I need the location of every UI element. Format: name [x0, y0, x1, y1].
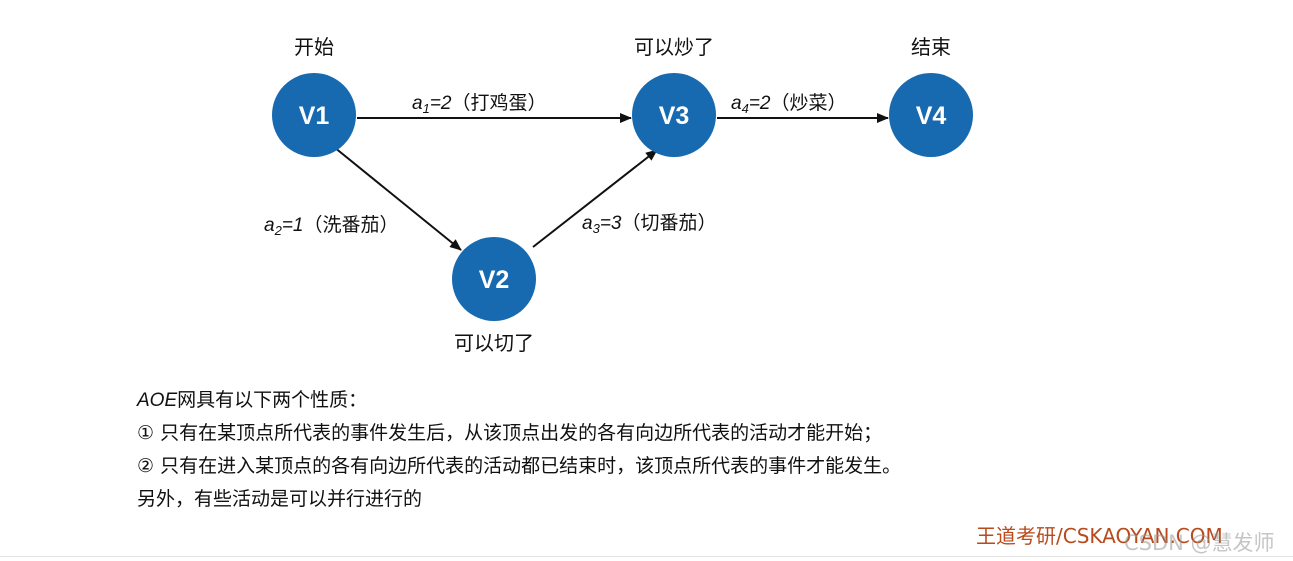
edge-a4-label: a4=2（炒菜）: [731, 92, 847, 116]
node-v4-circle: [889, 73, 973, 157]
node-v1-caption: 开始: [294, 35, 334, 59]
node-v1-label: V1: [299, 102, 330, 130]
node-v2-caption: 可以切了: [454, 331, 534, 355]
edge-a2-label: a2=1（洗番茄）: [264, 214, 399, 238]
node-v2: V2: [452, 237, 536, 321]
node-v2-circle: [452, 237, 536, 321]
csdn-watermark: CSDN @慧发师: [1124, 531, 1275, 555]
node-v4: V4: [889, 73, 973, 157]
notes-extra: 另外，有些活动是可以并行进行的: [137, 488, 423, 510]
bottom-divider: [0, 556, 1293, 557]
edge-a1-label: a1=2（打鸡蛋）: [412, 92, 547, 116]
node-v4-label: V4: [916, 102, 947, 130]
aoe-properties-text: AOE网具有以下两个性质： ① 只有在某顶点所代表的事件发生后，从该顶点出发的各…: [137, 384, 901, 516]
edge-a2-arrow: [333, 146, 462, 251]
node-v3-circle: [632, 73, 716, 157]
brand-footer: 王道考研/CSKAOYAN.COM: [976, 524, 1223, 548]
node-v2-label: V2: [479, 266, 510, 294]
node-v1: V1: [272, 73, 356, 157]
node-v3: V3: [632, 73, 716, 157]
node-v3-label: V3: [659, 102, 690, 130]
node-v4-caption: 结束: [911, 35, 951, 59]
node-v1-circle: [272, 73, 356, 157]
notes-intro-rest: 网具有以下两个性质：: [177, 389, 368, 411]
edge-a3-label: a3=3（切番茄）: [582, 212, 717, 236]
notes-property-1: ① 只有在某顶点所代表的事件发生后，从该顶点出发的各有向边所代表的活动才能开始；: [137, 422, 883, 444]
notes-property-2: ② 只有在进入某顶点的各有向边所代表的活动都已结束时，该顶点所代表的事件才能发生…: [137, 455, 902, 477]
edge-a3-arrow: [532, 149, 658, 248]
notes-intro: AOE网具有以下两个性质：: [137, 384, 901, 417]
notes-intro-aoe: AOE: [137, 390, 178, 411]
node-v3-caption: 可以炒了: [634, 35, 714, 59]
